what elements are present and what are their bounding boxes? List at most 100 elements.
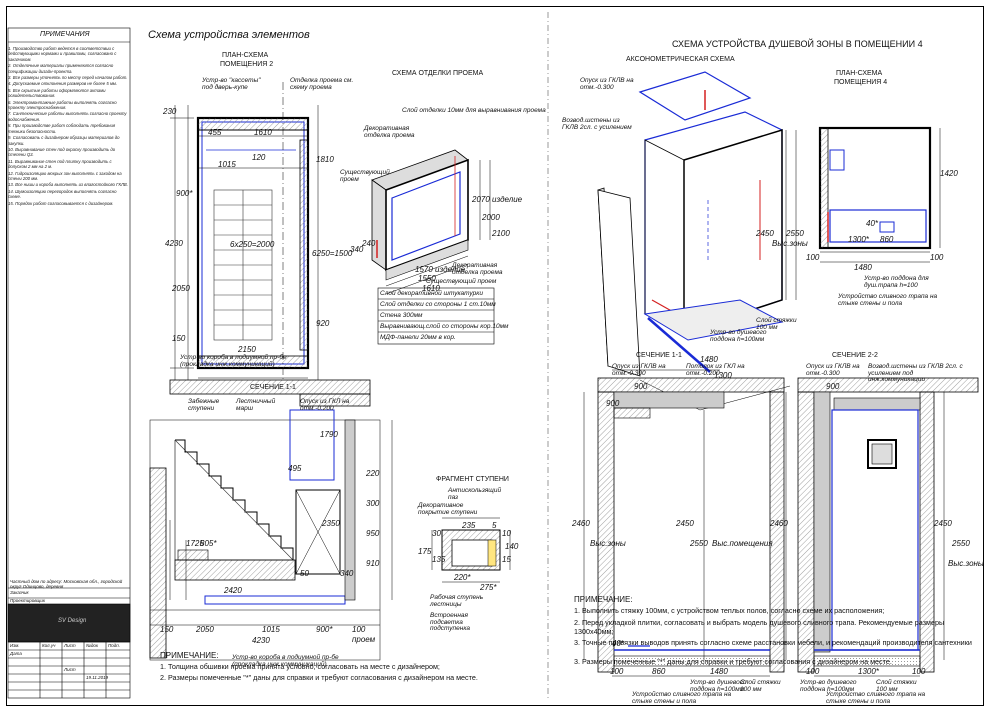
opening-spec: Слой отделки со стороны 1 ст.10мм <box>380 301 496 308</box>
dim: 220* <box>454 573 471 582</box>
plan4-drain-label: Устройство сливного трапа на стыке стены… <box>838 293 938 307</box>
dim: 2050 <box>196 625 214 634</box>
notes-title: ПРИМЕЧАНИЯ <box>40 31 90 38</box>
stamp-logo: SV Design <box>58 618 87 624</box>
sec11r-ceil-label: Потолок из ГКЛ на отм.-0.200 <box>686 363 745 377</box>
dim: 1480 <box>700 355 718 364</box>
plan4-tray-label: Устр-во поддона для душ.трапа h=100 <box>864 275 929 289</box>
plan-room-4 <box>818 126 941 263</box>
dim: 1420 <box>940 169 958 178</box>
opening-exist2-label: Существующий проем <box>426 278 497 285</box>
section11-stair-label: Лестничный марш <box>236 398 276 412</box>
dim: 1300* <box>858 667 879 676</box>
dim: 175 <box>418 547 432 556</box>
dim: 2450 <box>756 229 774 238</box>
dim: 805* <box>200 539 217 548</box>
dim: 900 <box>634 382 648 391</box>
step-work-label: Рабочая ступень лестницы <box>430 594 484 608</box>
note-left-item: 2. Размеры помеченные "*" даны для справ… <box>160 673 478 682</box>
section11-gkl-label: Опуск из ГКЛ на отм.-0.200 <box>300 398 350 412</box>
section-1-1-left <box>149 379 393 661</box>
sec11r-drain-label: Устройство сливного трапа на стыке стены… <box>632 691 732 705</box>
notes-list: 1. Производство работ ведется в соответс… <box>8 46 130 582</box>
dim: 2450 <box>934 519 952 528</box>
sec22r-wall-label: Возвод.шстены из ГКЛВ 2сл. с усилением п… <box>868 363 963 383</box>
dim: 340 <box>350 245 364 254</box>
note-item: 13. Все ниши и короба выполнять из влаго… <box>8 182 128 188</box>
dim: 140 <box>505 542 519 551</box>
dim: 2450 <box>676 519 694 528</box>
section11-bottom-label: Устр-во короба в подиумной пр-бе (прокла… <box>232 654 339 668</box>
dim: 135 <box>432 555 446 564</box>
opening-deco-label: Декоративная отделка проема <box>364 125 415 139</box>
dim: 860 <box>652 667 666 676</box>
axon-zone-height: Выс.зоны <box>772 239 808 248</box>
dim: 300 <box>366 499 380 508</box>
dim: 220 <box>366 469 380 478</box>
stamp-field: Дата <box>10 651 22 656</box>
dim: 2050 <box>172 284 190 293</box>
opening-spec: Выравнивающ.слой со стороны кор.10мм <box>380 323 509 330</box>
note-item: 4. Допускаемые отклонения размеров не бо… <box>8 81 118 87</box>
note-item: 7. Сантехнические работы выполнять согла… <box>8 111 127 122</box>
sec22r-drain-label: Устройство сливного трапа на стыке стены… <box>826 691 926 705</box>
sec11r-title: СЕЧЕНИЕ 1-1 <box>636 352 682 359</box>
dim: 240 <box>362 239 376 248</box>
dim: 920 <box>316 319 330 328</box>
dim: 900 <box>606 399 620 408</box>
sec22r-zone-height: Выс.зоны <box>948 559 984 568</box>
dim: 860 <box>880 235 894 244</box>
sec11r-room-height: Выс.помещения <box>712 539 773 548</box>
plan2-cassette-label: Устр-во "кассеты" под дверь-купе <box>202 77 261 91</box>
dim: 150 <box>160 625 174 634</box>
note-item: 3. Все размеры уточнять по месту перед н… <box>8 75 128 81</box>
dim: 4230 <box>252 636 270 645</box>
note-right-item: 1. Выполнить стяжку 100мм, с устройством… <box>574 606 885 615</box>
dim: 6250=1500 <box>312 249 353 258</box>
dim: 150 <box>172 334 186 343</box>
dim: 6x250=2000 <box>230 240 275 249</box>
plan4-title: ПЛАН-СХЕМА <box>836 70 883 77</box>
sec22r-screed-label: Слой стяжки 100 мм <box>876 679 917 693</box>
dim: 2070 изделие <box>472 195 523 204</box>
dim: 1300* <box>848 235 869 244</box>
stamp-field: Изм. <box>10 643 20 648</box>
dim: 2550 <box>690 539 708 548</box>
title-left: Схема устройства элементов <box>148 29 310 41</box>
dim: 10 <box>502 529 511 538</box>
stamp-field: Подп. <box>108 643 120 648</box>
dim: 100 <box>930 253 944 262</box>
note-right-item: 3. Размеры помеченные "*" даны для справ… <box>574 657 892 666</box>
step-built-label: Встроенная подсветка подступенка <box>430 612 471 632</box>
note-left-item: 1. Толщина обшивки проема принята условн… <box>160 662 440 671</box>
sec22r-title: СЕЧЕНИЕ 2-2 <box>832 352 878 359</box>
dim: 1480 <box>854 263 872 272</box>
note-item: 8. При производстве работ соблюдать треб… <box>8 123 116 134</box>
dim: 100 <box>352 625 366 634</box>
note-item: 9. Согласовать с дизайнером образцы мате… <box>8 135 120 146</box>
dim: 4230 <box>165 239 183 248</box>
plan2-finish-label: Отделка проема см. схему проема <box>290 77 354 91</box>
dim: 100 <box>806 667 820 676</box>
step-anti-label: Антискользящий паз <box>448 487 502 501</box>
opening-deco2-label: Декоративная отделка проема <box>452 262 503 276</box>
dim: 1480 <box>710 667 728 676</box>
dim: 40* <box>866 219 879 228</box>
dim: 950 <box>366 529 380 538</box>
sec11r-tray-label: Устр-во душевого поддона h=100мм <box>690 679 747 693</box>
step-deco-label: Декоративное покрытие ступени <box>418 502 478 516</box>
step-title: ФРАГМЕНТ СТУПЕНИ <box>436 476 509 483</box>
dim: 1810 <box>316 155 334 164</box>
dim: 120 <box>252 153 266 162</box>
dim: 2100 <box>492 229 510 238</box>
opening-layer-label: Слой отделки 10мм для выравнивания проем… <box>402 107 546 114</box>
note-right-item: 3. Точные привязки выводов принять согла… <box>574 638 972 647</box>
section11-title: СЕЧЕНИЕ 1-1 <box>250 384 296 391</box>
note-right-title: ПРИМЕЧАНИЕ: <box>574 595 633 604</box>
dim: 900 <box>826 382 840 391</box>
stamp-field: №док <box>86 643 98 648</box>
axonometric-shower <box>597 71 797 411</box>
dim: 910 <box>366 559 380 568</box>
axon-screed-label: Слой стяжки 100 мм <box>756 317 797 331</box>
axon-gkl-label: Опуск из ГКЛВ на отм.-0.300 <box>580 77 634 91</box>
